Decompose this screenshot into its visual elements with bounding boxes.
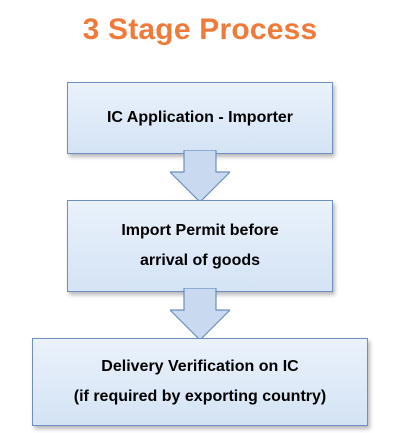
down-arrow-icon	[170, 288, 230, 340]
diagram-title: 3 Stage Process	[82, 13, 318, 46]
stage-3-label-line-2: (if required by exporting country)	[73, 388, 327, 405]
stage-2-box: Import Permit before arrival of goods	[67, 200, 333, 292]
stage-2-label-line-2: arrival of goods	[139, 252, 261, 269]
stage-2-label-line-1: Import Permit before	[121, 222, 279, 239]
stage-3-label-line-1: Delivery Verification on IC	[101, 358, 299, 375]
stage-1-box: IC Application - Importer	[67, 82, 333, 154]
down-arrow-icon	[170, 150, 230, 202]
stage-3-box: Delivery Verification on IC (if required…	[32, 338, 368, 426]
stage-1-label-line-1: IC Application - Importer	[106, 109, 294, 126]
